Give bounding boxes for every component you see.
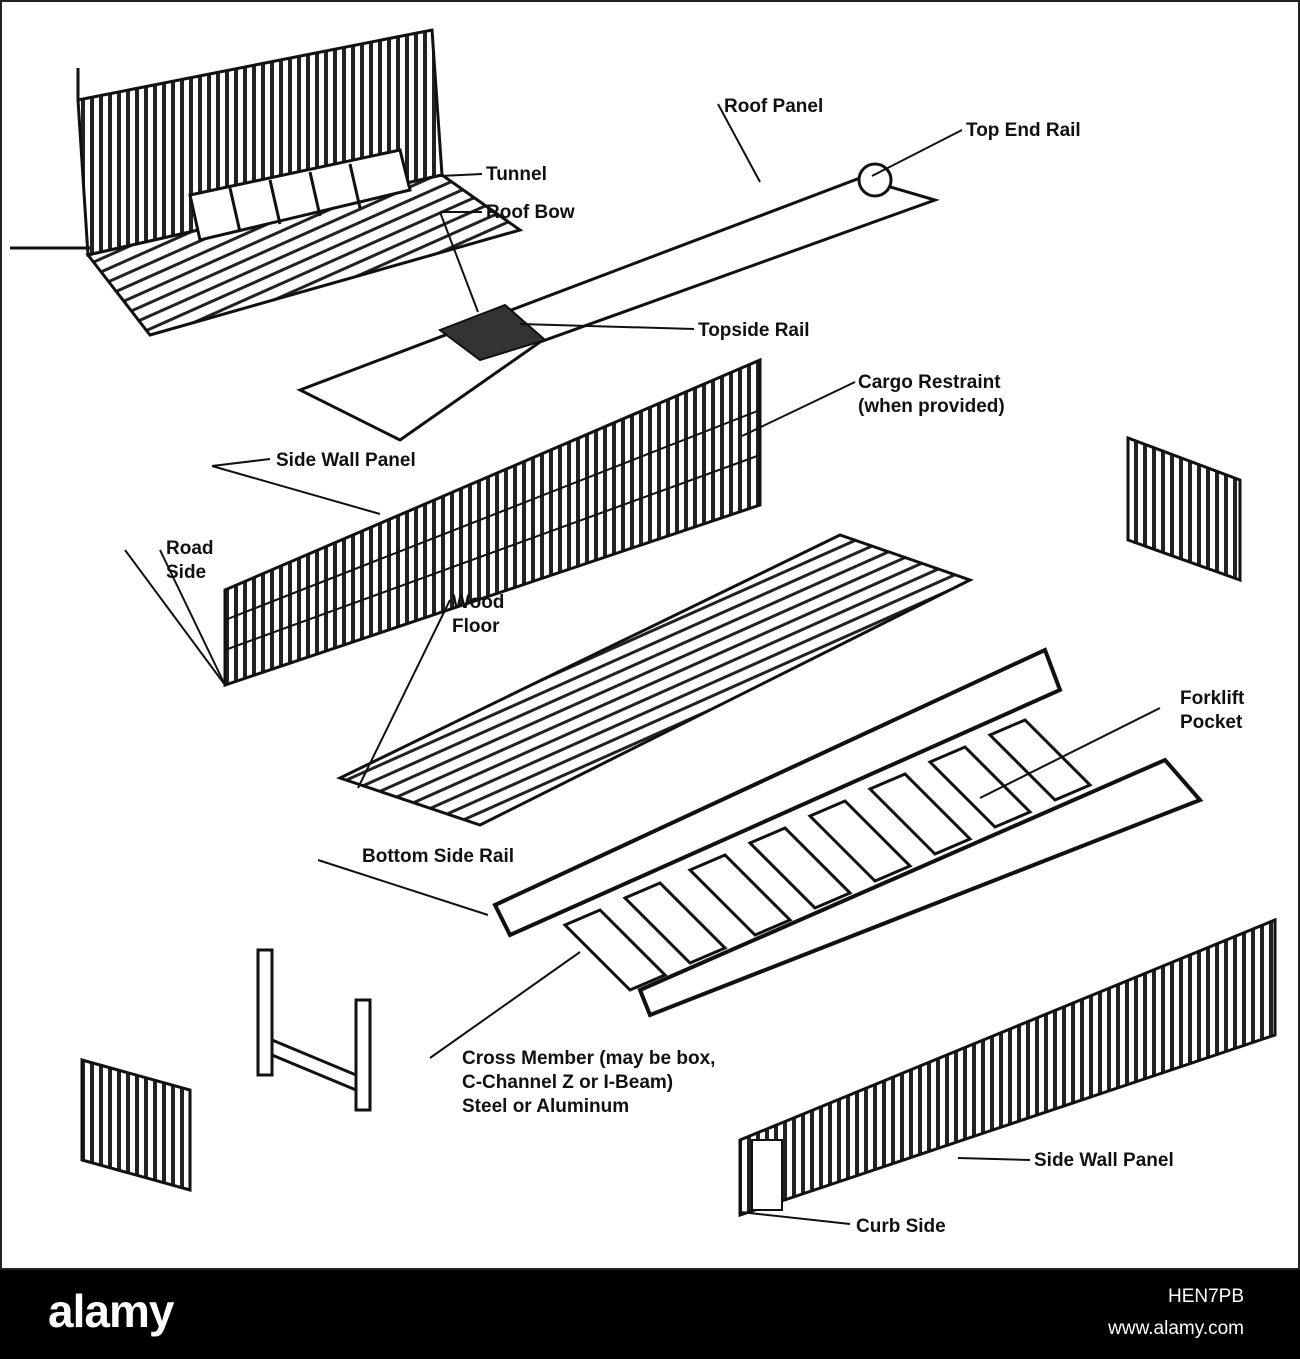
label-cross-member: Cross Member (may be box, bbox=[462, 1048, 715, 1069]
label-curb-side: Curb Side bbox=[856, 1216, 946, 1237]
label-side-wall-panel-top: Side Wall Panel bbox=[276, 450, 416, 471]
end-frame-bottom bbox=[256, 948, 372, 1112]
side-wall-panel-curb bbox=[738, 917, 1277, 1218]
image-id: HEN7PB bbox=[1167, 1286, 1244, 1307]
alamy-logo: alamy bbox=[48, 1285, 174, 1337]
label-bottom-side-rail: Bottom Side Rail bbox=[362, 846, 514, 867]
leader-lines bbox=[124, 103, 1161, 1225]
base-frame bbox=[492, 647, 1204, 1018]
label-top-end-rail: Top End Rail bbox=[966, 120, 1081, 141]
label-wood: Wood bbox=[452, 592, 504, 613]
label-side-wall-panel-bottom: Side Wall Panel bbox=[1034, 1150, 1174, 1171]
container-exploded-diagram: Roof Panel Top End Rail Tunnel Roof Bow … bbox=[10, 28, 1277, 1237]
label-cargo-restraint-note: (when provided) bbox=[858, 396, 1005, 417]
site-url: www.alamy.com bbox=[1108, 1318, 1244, 1339]
label-cross-member-material: Steel or Aluminum bbox=[462, 1096, 629, 1117]
label-side: Side bbox=[166, 562, 206, 583]
label-roof-panel: Roof Panel bbox=[724, 96, 823, 117]
label-topside-rail: Topside Rail bbox=[698, 320, 810, 341]
roof-panel bbox=[296, 162, 940, 442]
label-road: Road bbox=[166, 538, 214, 559]
label-roof-bow: Roof Bow bbox=[486, 202, 575, 223]
end-door-panel-right bbox=[1126, 435, 1242, 583]
footer-bar: alamy HEN7PB www.alamy.com bbox=[0, 1270, 1300, 1359]
label-cargo-restraint: Cargo Restraint bbox=[858, 372, 1001, 393]
wood-floor bbox=[336, 533, 974, 827]
label-floor: Floor bbox=[452, 616, 500, 637]
label-forklift: Forklift bbox=[1180, 688, 1245, 709]
label-cross-member-types: C-Channel Z or I-Beam) bbox=[462, 1072, 673, 1093]
end-door-panel-left bbox=[80, 1058, 192, 1192]
tunnel-section bbox=[10, 28, 524, 337]
label-tunnel: Tunnel bbox=[486, 164, 547, 185]
side-wall-panel-road bbox=[223, 357, 762, 688]
label-pocket: Pocket bbox=[1180, 712, 1243, 733]
